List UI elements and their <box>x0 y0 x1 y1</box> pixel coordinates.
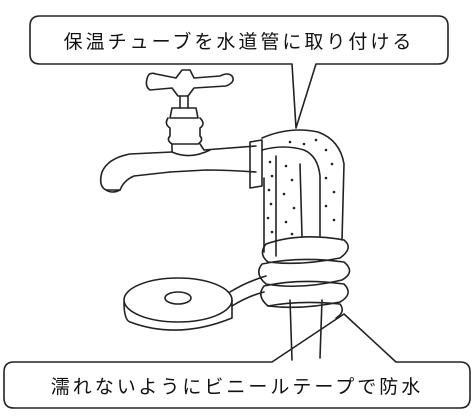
bottom-callout-bubble <box>3 313 471 409</box>
top-callout-bubble <box>29 15 449 129</box>
insulation-dots <box>266 138 336 236</box>
insulation-tube <box>261 129 345 257</box>
faucet-handle <box>145 69 234 119</box>
faucet-body <box>99 117 263 193</box>
tape-roll <box>123 275 267 331</box>
water-pipe <box>289 299 323 361</box>
tape-wrap <box>258 236 351 319</box>
